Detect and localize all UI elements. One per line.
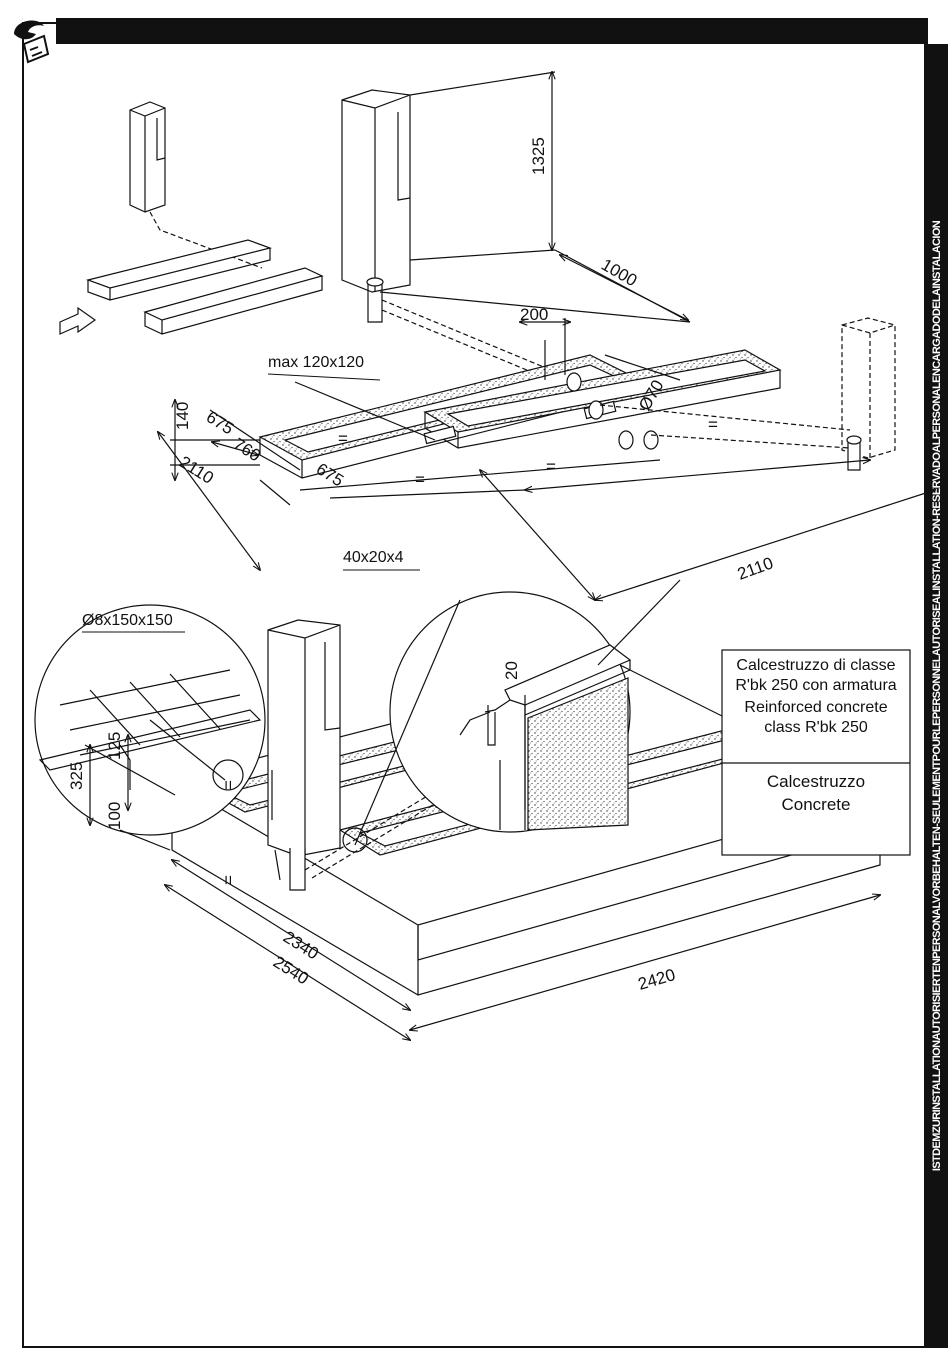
legend-plain-it: Calcestruzzo xyxy=(767,772,865,791)
label-mesh: Ø8x150x150 xyxy=(82,612,173,629)
label-profile: 40x20x4 xyxy=(343,549,404,566)
dim-right-total: 2110 xyxy=(735,553,776,583)
dim-spacing: 200 xyxy=(520,305,548,324)
top-view-labels: 1325 1000 200 Ø70 140 max 120x120 675 76… xyxy=(173,137,776,584)
legend-reinforced-en-2: class R'bk 250 xyxy=(764,719,868,736)
mesh-grid xyxy=(38,669,262,790)
dim-h3: 100 xyxy=(105,802,124,830)
dim-box-depth: 140 xyxy=(173,402,192,430)
dim-height: 1325 xyxy=(529,137,548,175)
legend-reinforced-it-1: Calcestruzzo di classe xyxy=(736,657,895,674)
profile-shape xyxy=(459,644,632,831)
dim-left-c: 675 xyxy=(313,459,347,490)
trench-2 xyxy=(423,349,782,449)
brand-logo-icon xyxy=(14,20,50,64)
top-view xyxy=(59,71,935,600)
dim-left-a: 675 xyxy=(203,407,237,438)
bottom-view-labels: Ø8x150x150 40x20x4 20 125 325 100 2340 2… xyxy=(67,549,677,994)
label-cutout: max 120x120 xyxy=(268,354,364,371)
dim-equal-1: = xyxy=(338,429,348,448)
legend-reinforced-it-2: R'bk 250 con armatura xyxy=(735,677,896,694)
legend-reinforced-en-1: Reinforced concrete xyxy=(744,699,887,716)
side-banner: ISTDEMZURINSTALLATIONAUTORISIERTENPERSON… xyxy=(926,44,948,1348)
dim-h1: 125 xyxy=(105,732,124,760)
dim-equal-4: = xyxy=(708,415,718,434)
dim-left-total: 2110 xyxy=(176,452,217,487)
overview-sketch xyxy=(59,101,324,335)
dim-left-b: 760 xyxy=(230,434,264,465)
dim-gap: 20 xyxy=(502,661,521,680)
dim-equal-6: = xyxy=(219,875,238,885)
dim-h2: 325 xyxy=(67,762,86,790)
header-bar xyxy=(56,18,928,44)
legend-box: Calcestruzzo di classe R'bk 250 con arma… xyxy=(721,649,911,856)
column-main xyxy=(341,71,556,293)
dim-equal-3: = xyxy=(546,457,556,476)
dim-w3: 2420 xyxy=(636,965,678,994)
legend-plain-en: Concrete xyxy=(782,795,851,814)
bottom-view xyxy=(34,579,911,1040)
dim-equal-2: = xyxy=(415,470,425,489)
dim-equal-5: = xyxy=(219,780,238,790)
